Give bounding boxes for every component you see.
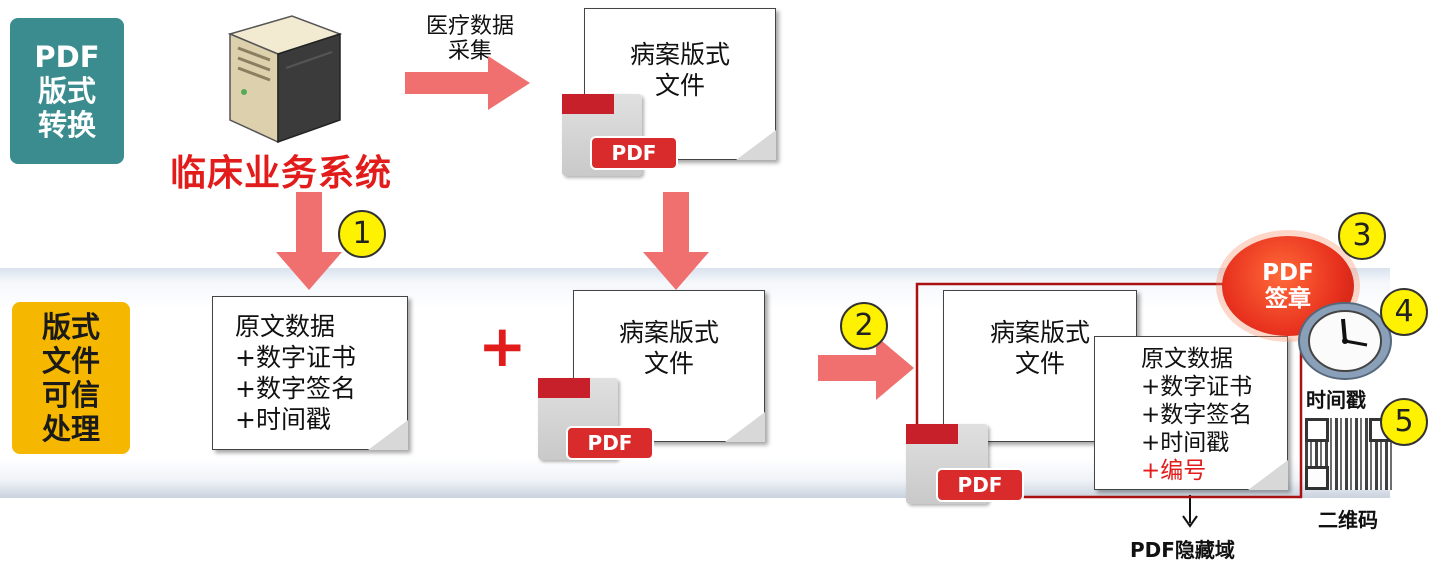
signature-data-doc: 原文数据 +数字证书 +数字签名 +时间戳: [212, 296, 408, 450]
pdf-conversion-tag-text: PDF 版式 转换: [34, 40, 100, 142]
pdf-icon-middle-label: PDF: [566, 426, 654, 460]
pdf-stamp-text: PDF 签章: [1262, 260, 1314, 312]
arrow-right-2: [818, 336, 914, 400]
plus-sign: +: [478, 312, 527, 380]
pdf-icon-top-label: PDF: [590, 136, 678, 170]
serial-number-text: +编号: [1141, 458, 1207, 484]
pdf-icon-signed: PDF: [906, 424, 1026, 508]
layout-file-middle-text: 病案版式 文件: [618, 318, 719, 378]
timestamp-label: 时间戳: [1306, 388, 1366, 412]
signed-package-frame: [915, 282, 1303, 499]
arrow-to-layout-file: [405, 56, 530, 110]
clinical-system-label: 临床业务系统: [170, 153, 393, 194]
step-1-badge: 1: [338, 210, 386, 258]
qr-code-label: 二维码: [1318, 508, 1378, 532]
pdf-hidden-field-label: PDF隐藏域: [1130, 538, 1235, 562]
data-collection-label: 医疗数据 采集: [425, 14, 514, 64]
pdf-icon-top: PDF: [562, 94, 680, 182]
layout-file-signed-text: 病案版式 文件: [989, 318, 1090, 378]
step-2-badge: 2: [840, 302, 888, 350]
pdf-conversion-tag: PDF 版式 转换: [10, 18, 124, 164]
step-5-badge: 5: [1380, 398, 1428, 446]
signed-data-text: 原文数据 +数字证书 +数字签名 +时间戳: [1141, 346, 1253, 456]
trusted-processing-tag: 版式 文件 可信 处理: [12, 302, 130, 454]
pdf-icon-middle: PDF: [538, 378, 656, 466]
arrow-down-layout: [643, 192, 709, 290]
step-3-badge: 3: [1338, 212, 1386, 260]
arrow-down-1: [276, 192, 342, 290]
layout-file-top-text: 病案版式 文件: [629, 40, 730, 100]
signed-data-doc: 原文数据 +数字证书 +数字签名 +时间戳 +编号: [1094, 336, 1288, 490]
hidden-field-arrow: [1182, 495, 1198, 528]
qr-code-icon: [1305, 418, 1393, 490]
layout-file-top: 病案版式 文件: [584, 8, 776, 160]
pdf-icon-signed-label: PDF: [936, 468, 1024, 502]
clock-icon: [1296, 300, 1394, 382]
signature-data-text: 原文数据 +数字证书 +数字签名 +时间戳: [235, 312, 356, 434]
step-4-badge: 4: [1380, 288, 1428, 336]
server-icon: [222, 12, 342, 144]
trusted-processing-tag-text: 版式 文件 可信 处理: [41, 310, 100, 446]
